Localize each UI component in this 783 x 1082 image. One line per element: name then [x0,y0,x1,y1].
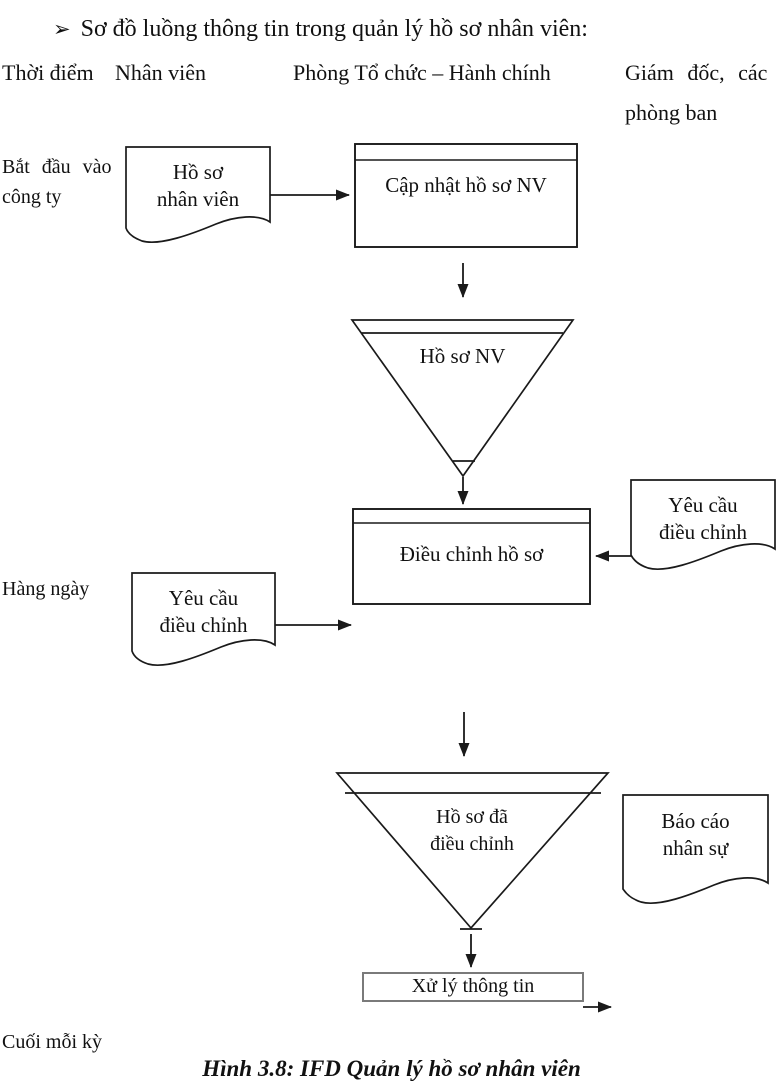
adjust-request-left-line1: Yêu cầu [168,586,239,610]
employee-file-line2: nhân viên [156,187,240,211]
info-process-shape [362,972,584,1002]
adjust-process-shape [352,508,591,605]
adjust-request-left-line2: điều chỉnh [159,613,248,637]
hr-report-line2: nhân sự [662,836,729,860]
adjusted-file-line1: Hồ sơ đã [436,806,508,828]
update-process-label: Cập nhật hồ sơ NV [385,173,547,197]
info-process-label: Xử lý thông tin [411,975,535,997]
employee-file-line1: Hồ sơ [172,160,224,184]
hr-report-line1: Báo cáo [661,809,730,833]
employee-file-document-shape [125,146,271,243]
adjust-process-label: Điều chỉnh hồ sơ [399,542,544,566]
adjust-request-right-line2: điều chỉnh [658,520,748,544]
adjust-request-right-line1: Yêu cầu [668,493,738,517]
adjust-request-document-left-shape [131,572,276,666]
time-label-daily: Hàng ngày [2,578,90,600]
arrow-bullet-icon: ➢ [53,17,71,41]
column-header-time: Thời điểm [2,60,94,85]
time-label-start-line1: Bắt đầu vào [2,156,112,178]
column-header-director-line1: Giám đốc, các [625,60,768,85]
adjust-request-document-right-shape [630,479,776,570]
adjust-request-right-label: Yêu cầu điều chỉnh [631,492,775,546]
page-title: ➢ Sơ đồ luồng thông tin trong quản lý hồ … [53,16,588,43]
column-header-director-line2: phòng ban [625,100,718,125]
employee-file-store-label: Hồ sơ NV [419,344,506,368]
column-header-employee: Nhân viên [115,60,207,85]
adjusted-file-line2: điều chỉnh [430,833,514,855]
page-title-text: Sơ đồ luồng thông tin trong quản lý hồ s… [80,16,588,42]
employee-file-document-label: Hồ sơ nhân viên [126,159,270,213]
time-label-start-line2: công ty [2,186,62,208]
column-header-org-admin-dept: Phòng Tổ chức – Hành chính [293,60,551,85]
employee-file-store-shape [350,319,575,478]
time-label-period-end: Cuối mỗi kỳ [2,1031,103,1053]
hr-report-document-shape [622,794,769,904]
update-process-shape [354,143,578,248]
figure-caption: Hình 3.8: IFD Quản lý hồ sơ nhân viên [202,1056,581,1081]
hr-report-document-label: Báo cáo nhân sự [623,808,768,862]
adjusted-file-store-label: Hồ sơ đã điều chỉnh [337,804,607,858]
adjust-request-left-label: Yêu cầu điều chỉnh [132,585,275,639]
adjusted-file-store-shape [335,772,610,930]
